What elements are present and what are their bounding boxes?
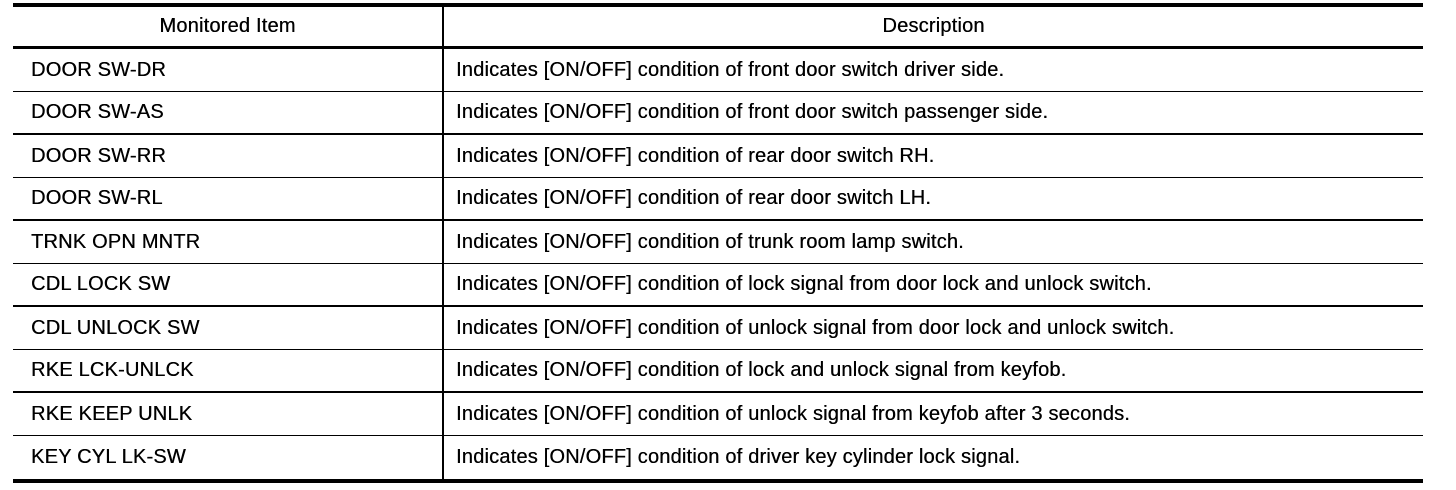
monitored-item-cell: RKE LCK-UNLCK	[13, 350, 444, 391]
table-row: KEY CYL LK-SW Indicates [ON/OFF] conditio…	[13, 436, 1423, 479]
description-cell: Indicates [ON/OFF] condition of trunk ro…	[456, 230, 964, 253]
monitored-item-cell: CDL UNLOCK SW	[13, 307, 444, 349]
monitored-item-cell: DOOR SW-DR	[13, 49, 444, 91]
table-header-row: Monitored Item Description	[13, 7, 1423, 49]
table-row: DOOR SW-RL Indicates [ON/OFF] condition o…	[13, 178, 1423, 221]
table-row: DOOR SW-RR Indicates [ON/OFF] condition o…	[13, 135, 1423, 178]
description-cell: Indicates [ON/OFF] condition of lock sig…	[456, 273, 1152, 295]
monitored-item-cell: TRNK OPN MNTR	[13, 221, 444, 263]
description-cell: Indicates [ON/OFF] condition of unlock s…	[456, 402, 1130, 425]
description-cell: Indicates [ON/OFF] condition of unlock s…	[456, 316, 1175, 339]
table-row: RKE LCK-UNLCK Indicates [ON/OFF] conditio…	[13, 350, 1423, 393]
monitored-item-cell: KEY CYL LK-SW	[13, 436, 444, 479]
table-row: RKE KEEP UNLK Indicates [ON/OFF] conditio…	[13, 393, 1423, 436]
monitored-item-cell: DOOR SW-RL	[13, 178, 444, 219]
table-row: TRNK OPN MNTR Indicates [ON/OFF] conditio…	[13, 221, 1423, 264]
description-cell: Indicates [ON/OFF] condition of front do…	[456, 58, 1005, 81]
table-row: CDL LOCK SW Indicates [ON/OFF] condition …	[13, 264, 1423, 307]
table-row: DOOR SW-AS Indicates [ON/OFF] condition o…	[13, 92, 1423, 135]
description-cell: Indicates [ON/OFF] condition of rear doo…	[456, 187, 932, 209]
description-cell: Indicates [ON/OFF] condition of lock and…	[456, 359, 1067, 381]
table-row: CDL UNLOCK SW Indicates [ON/OFF] conditio…	[13, 307, 1423, 350]
monitored-item-cell: RKE KEEP UNLK	[13, 393, 444, 435]
description-cell: Indicates [ON/OFF] condition of driver k…	[456, 446, 1021, 468]
table-row: DOOR SW-DR Indicates [ON/OFF] condition o…	[13, 49, 1423, 92]
column-header-description: Description	[882, 15, 985, 37]
description-cell: Indicates [ON/OFF] condition of rear doo…	[456, 144, 935, 167]
monitored-items-table: Monitored Item Description DOOR SW-DR Ind…	[13, 3, 1423, 483]
description-cell: Indicates [ON/OFF] condition of front do…	[456, 101, 1049, 123]
monitored-item-cell: CDL LOCK SW	[13, 264, 444, 305]
table-body: DOOR SW-DR Indicates [ON/OFF] condition o…	[13, 49, 1423, 479]
column-header-monitored-item: Monitored Item	[13, 7, 444, 46]
monitored-item-cell: DOOR SW-RR	[13, 135, 444, 177]
monitored-item-cell: DOOR SW-AS	[13, 92, 444, 133]
